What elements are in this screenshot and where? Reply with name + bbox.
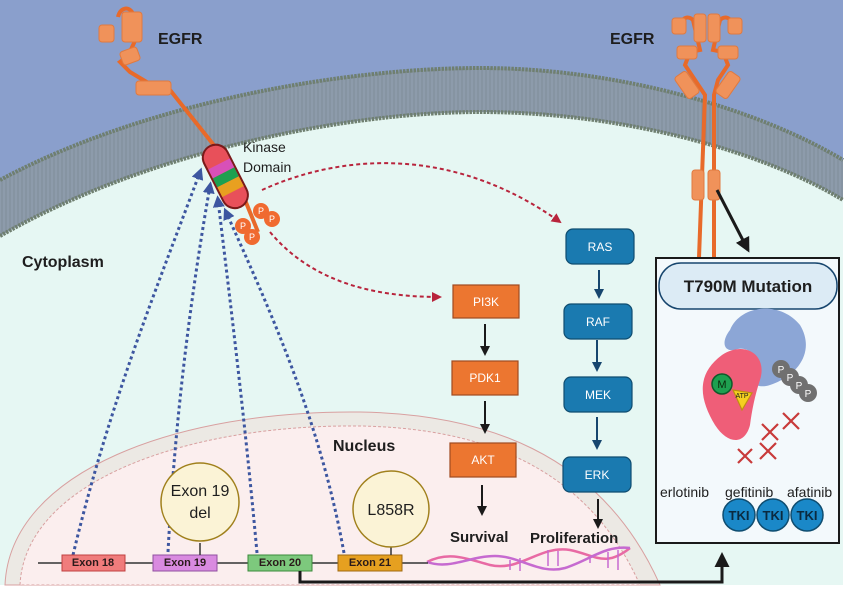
tki-afatinib: TKI xyxy=(790,498,824,532)
drug-gefitinib: gefitinib xyxy=(725,484,773,500)
svg-text:Exon 21: Exon 21 xyxy=(349,557,391,569)
exon-18[interactable]: Exon 18 xyxy=(61,554,126,572)
egfr-right-label: EGFR xyxy=(610,31,655,48)
svg-text:MEK: MEK xyxy=(585,388,611,402)
atp-molecule: ATP xyxy=(731,389,753,412)
pdk1-box[interactable]: PDK1 xyxy=(451,360,519,396)
raf-box[interactable]: RAF xyxy=(563,303,633,340)
tki-gefitinib: TKI xyxy=(756,498,790,532)
svg-text:TKI: TKI xyxy=(763,508,784,523)
mapk-pathway: RAS RAF MEK ERK xyxy=(562,228,635,529)
cell-membrane xyxy=(0,68,843,236)
mutation-l858r[interactable]: L858R xyxy=(352,470,430,548)
phosphate-groups: P P P P xyxy=(235,203,280,245)
svg-text:P: P xyxy=(240,221,246,231)
drug-afatinib: afatinib xyxy=(787,484,832,500)
tki-erlotinib: TKI xyxy=(722,498,756,532)
ras-box[interactable]: RAS xyxy=(565,228,635,265)
mek-box[interactable]: MEK xyxy=(563,376,633,413)
svg-text:Exon 19: Exon 19 xyxy=(164,557,206,569)
mutation-arrows xyxy=(71,167,346,556)
svg-text:RAF: RAF xyxy=(586,315,610,329)
svg-text:P: P xyxy=(258,206,264,216)
membrane-outer-heads xyxy=(0,65,845,182)
nucleus-label: Nucleus xyxy=(333,438,395,455)
phosphate-chain: P P P P xyxy=(772,360,817,402)
arrow-dimer-to-t790m xyxy=(715,189,750,253)
svg-text:PI3K: PI3K xyxy=(473,295,499,309)
blocked-x-icons xyxy=(737,412,800,464)
arrow-kinase-to-pi3k xyxy=(269,231,442,302)
svg-text:RAS: RAS xyxy=(588,240,613,254)
kinase-c-lobe xyxy=(702,349,762,440)
svg-text:L858R: L858R xyxy=(367,502,414,519)
svg-text:P: P xyxy=(787,373,794,384)
svg-text:AKT: AKT xyxy=(471,453,495,467)
exon-19[interactable]: Exon 19 xyxy=(152,554,218,572)
svg-text:P: P xyxy=(805,389,812,400)
svg-text:P: P xyxy=(796,381,803,392)
svg-text:Exon 18: Exon 18 xyxy=(72,557,114,569)
arrow-exon20-to-kinase xyxy=(212,195,259,554)
exon-21[interactable]: Exon 21 xyxy=(337,554,403,572)
akt-box[interactable]: AKT xyxy=(449,442,517,478)
methionine-residue: M xyxy=(711,373,733,395)
dna-helix-icon xyxy=(426,546,631,571)
arrow-exon18-to-kinase xyxy=(71,167,204,556)
svg-text:Exon 20: Exon 20 xyxy=(259,557,301,569)
kinase-domain xyxy=(201,143,249,210)
egfr-monomer: P P P P xyxy=(98,6,280,245)
kinase-domain-label-1: Kinase xyxy=(243,139,286,155)
svg-text:del: del xyxy=(189,505,210,522)
t790m-panel: T790M Mutation M ATP P P P P erlotinib g… xyxy=(655,257,840,544)
svg-text:Exon 19: Exon 19 xyxy=(171,483,230,500)
svg-text:TKI: TKI xyxy=(797,508,818,523)
exon-20[interactable]: Exon 20 xyxy=(247,554,313,572)
arrow-exon21-to-kinase xyxy=(223,207,346,554)
pi3k-box[interactable]: PI3K xyxy=(452,284,520,319)
svg-text:M: M xyxy=(717,379,726,391)
arrow-kinase-to-ras xyxy=(261,162,562,224)
svg-text:TKI: TKI xyxy=(729,508,750,523)
drug-erlotinib: erlotinib xyxy=(660,484,709,500)
erk-box[interactable]: ERK xyxy=(562,456,632,493)
t790m-title-pill xyxy=(658,262,838,310)
svg-text:ATP: ATP xyxy=(735,393,748,400)
mutation-exon19-del[interactable]: Exon 19 del xyxy=(160,462,240,542)
svg-text:ERK: ERK xyxy=(585,468,610,482)
kinase-domain-label-2: Domain xyxy=(243,159,291,175)
t790m-title: T790M Mutation xyxy=(684,277,812,296)
arrow-exon20-to-t790m xyxy=(298,552,730,584)
cytoplasm-label: Cytoplasm xyxy=(22,254,104,271)
svg-text:P: P xyxy=(778,365,785,376)
proliferation-label: Proliferation xyxy=(530,530,618,547)
pi3k-pathway: PI3K PDK1 AKT xyxy=(449,284,520,516)
membrane-inner-heads xyxy=(0,109,845,238)
egfr-left-label: EGFR xyxy=(158,31,203,48)
svg-text:P: P xyxy=(269,214,275,224)
svg-text:P: P xyxy=(249,232,255,242)
survival-label: Survival xyxy=(450,529,508,546)
svg-text:PDK1: PDK1 xyxy=(469,371,501,385)
